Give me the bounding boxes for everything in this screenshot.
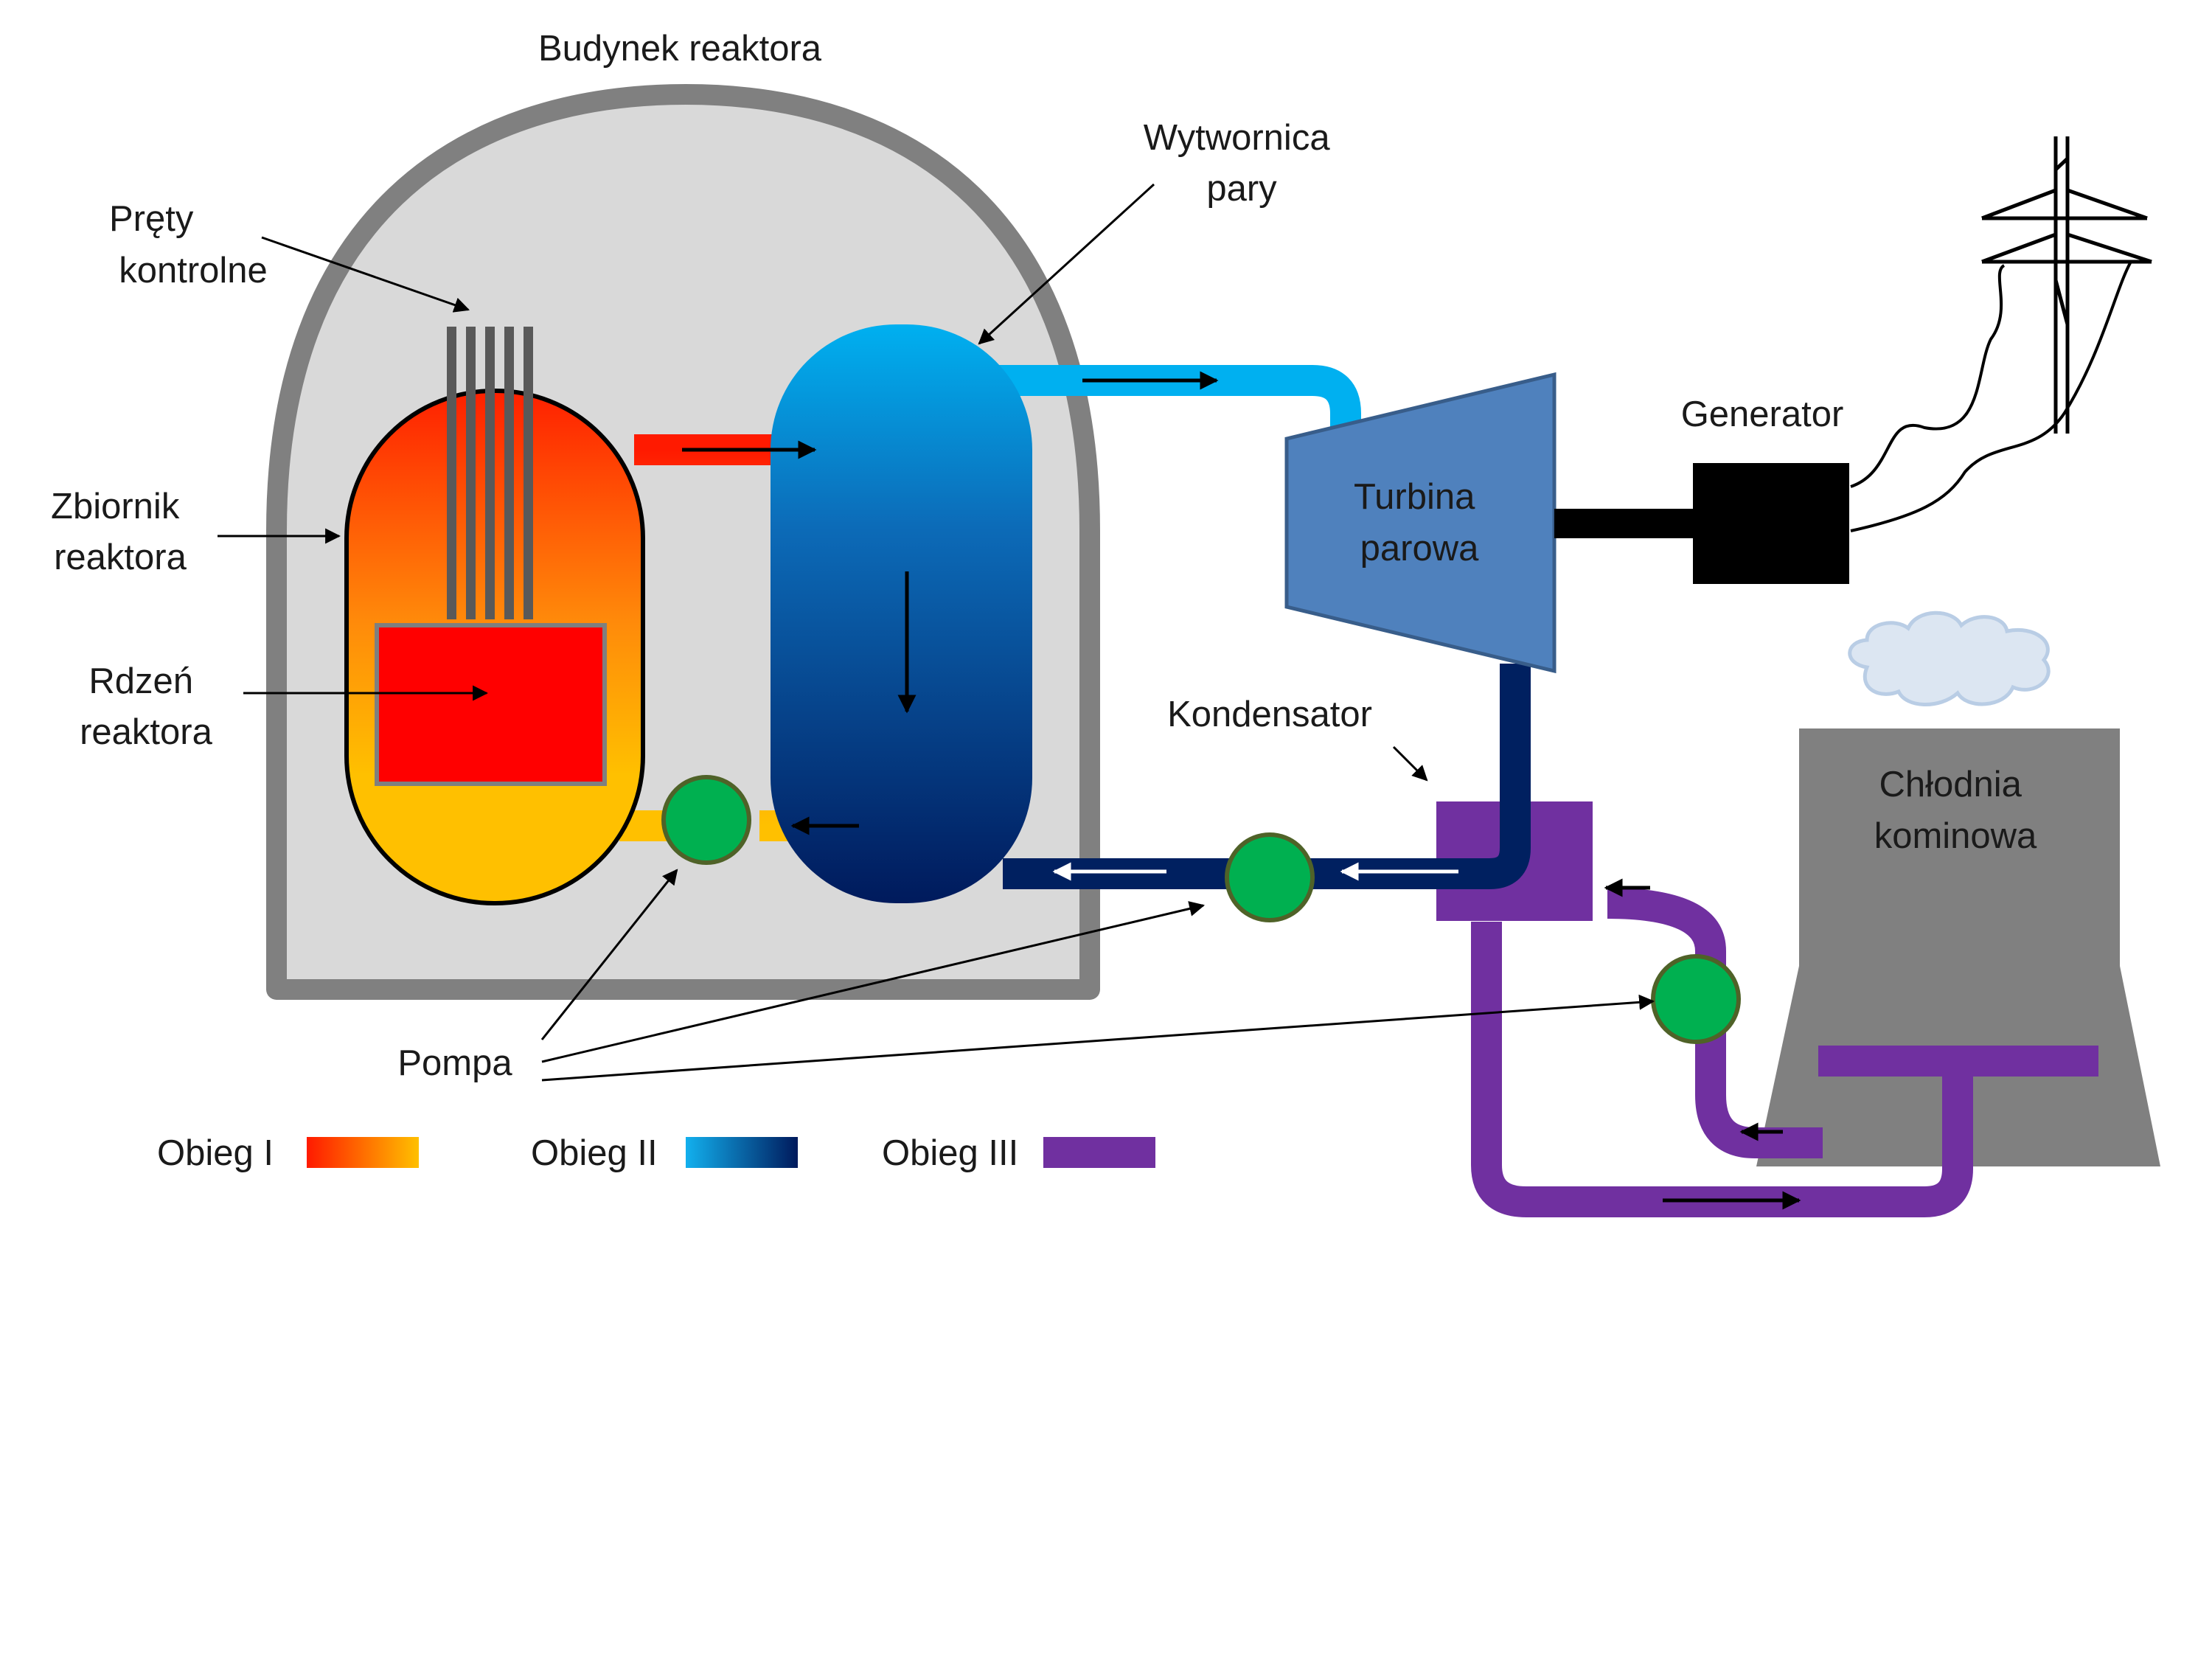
generator-shaft — [1554, 509, 1694, 538]
label-control-rods: Pręty kontrolne — [109, 199, 268, 291]
callout-leaders — [218, 183, 1655, 1082]
label-pump: Pompa — [397, 1043, 512, 1083]
generator-box — [1693, 463, 1849, 584]
steam-turbine — [1284, 372, 1557, 674]
condenser-pipe-through — [1436, 801, 1531, 889]
cooling-tower-distributor — [1818, 1046, 2098, 1077]
label-reactor-vessel: Zbiornik reaktora — [51, 487, 189, 577]
legend-label-loop-1: Obieg I — [157, 1133, 274, 1173]
pump-primary — [661, 775, 751, 865]
label-reactor-building: Budynek reaktora — [538, 29, 822, 69]
legend-label-loop-3: Obieg III — [882, 1133, 1018, 1173]
label-reactor-core: Rdzeń reaktora — [80, 661, 213, 752]
flow-arrows — [682, 371, 1801, 1210]
legend-swatch-loop-1 — [307, 1137, 419, 1168]
label-condenser: Kondensator — [1167, 695, 1372, 734]
electric-pylon-icon — [1981, 136, 2152, 434]
legend-swatch-loop-3 — [1043, 1137, 1155, 1168]
label-cooling-tower: Chłodnia kominowa — [1874, 765, 2037, 856]
label-generator: Generator — [1681, 394, 1844, 434]
label-turbine: Turbina parowa — [1354, 477, 1485, 568]
cloud-icon — [1848, 611, 2051, 706]
steam-generator — [771, 324, 1032, 903]
power-line-wires — [1850, 261, 2132, 532]
legend-label-loop-2: Obieg II — [531, 1133, 658, 1173]
legend-swatch-loop-2 — [686, 1137, 798, 1168]
label-steam-generator: Wytwornica pary — [1144, 118, 1340, 209]
control-rods — [447, 327, 533, 619]
reactor-core — [375, 623, 607, 786]
legend: Obieg I Obieg II Obieg III — [157, 1133, 1155, 1173]
steam-line — [988, 365, 1361, 442]
pump-tertiary — [1651, 954, 1741, 1044]
pump-secondary — [1225, 832, 1315, 922]
